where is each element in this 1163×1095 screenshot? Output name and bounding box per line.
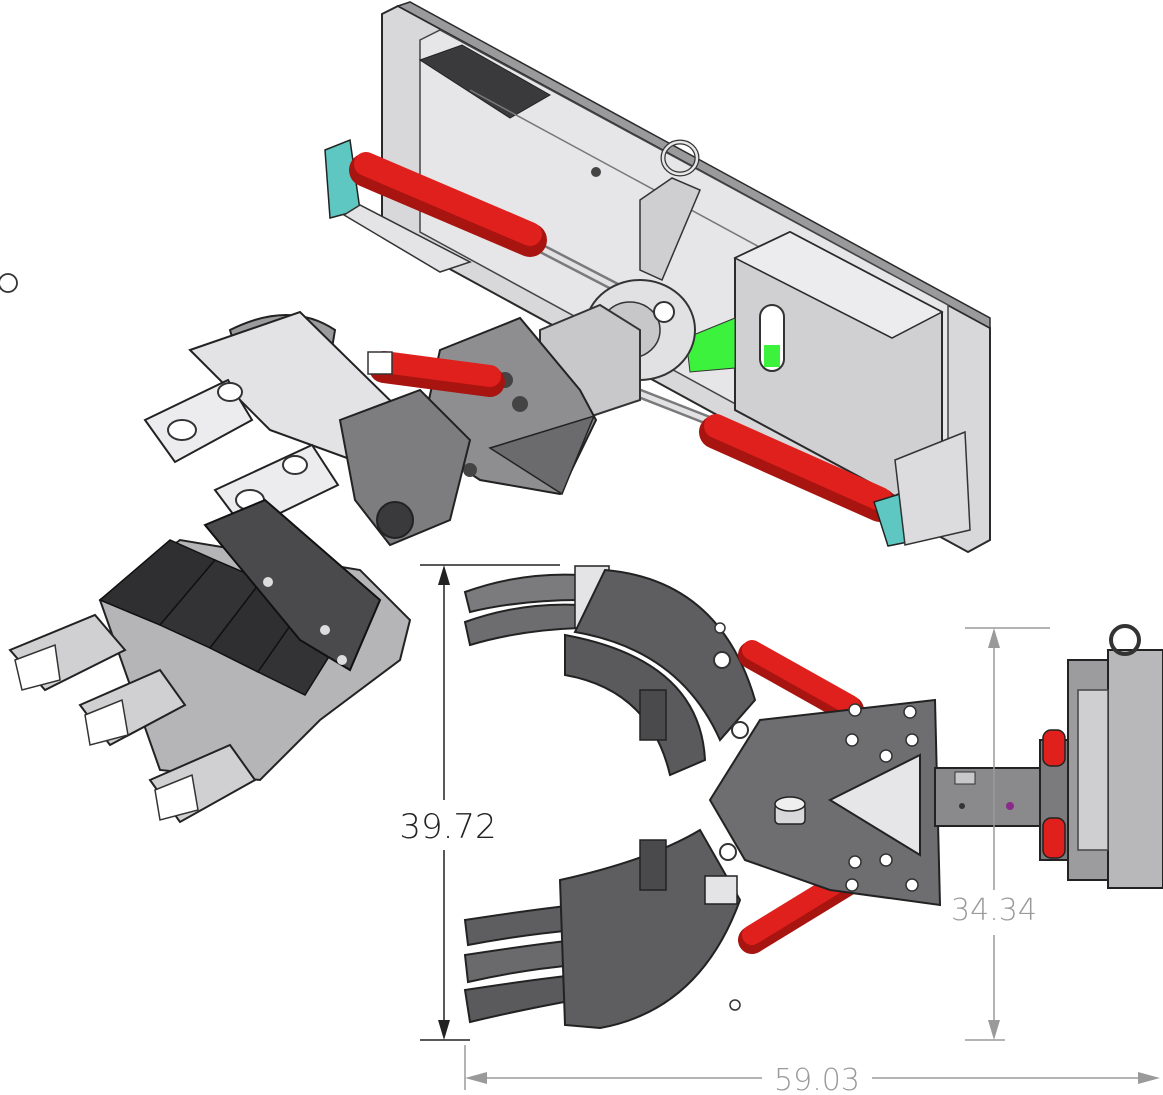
- dimension-width-bottom: 59.03: [774, 1063, 860, 1095]
- side-view: [463, 565, 1163, 1030]
- lower-jaw: [8, 498, 412, 824]
- mounting-plate: [381, 1, 991, 554]
- upper-jaw: [143, 310, 472, 547]
- dimension-height-left: 39.72: [399, 807, 496, 847]
- wrist-shaft: [934, 624, 1163, 889]
- upper-hydraulic-cylinder: [324, 138, 665, 315]
- lower-hydraulic-cylinder: [595, 373, 971, 547]
- isometric-view: [8, 1, 991, 824]
- gripper-actuator: [367, 351, 505, 397]
- lower-claw: [463, 828, 742, 1030]
- claw-body: [708, 698, 942, 907]
- origin-marker-icon: [0, 273, 18, 293]
- side-cylinders: [738, 640, 864, 954]
- upper-claw: [463, 565, 757, 777]
- dimension-lines: [420, 564, 1160, 1090]
- dimension-height-right: 34.34: [951, 893, 1037, 928]
- swivel-joint: [539, 279, 696, 422]
